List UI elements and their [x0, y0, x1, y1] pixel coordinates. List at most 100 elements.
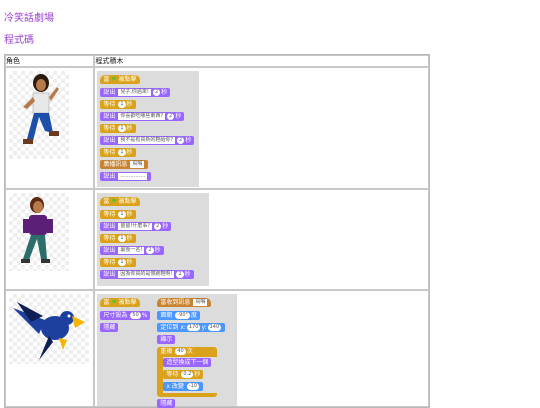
clicked-label: 被點擊	[118, 76, 137, 83]
say-block[interactable]: 說出 ……………	[100, 172, 152, 181]
size-value: 50	[130, 312, 141, 319]
say-text: 因為你買的是慢跑鞋啊!	[118, 271, 175, 278]
deg-label: 度	[191, 312, 198, 319]
sec-label: 秒	[126, 125, 133, 132]
say-text: 我不是有買新的鞋給你?	[118, 137, 175, 144]
broadcast-message: 鳥鳴	[130, 161, 145, 168]
when-receive-block[interactable]: 當收到訊息 鳥鳴	[157, 298, 212, 307]
sprite-dancer-image	[9, 71, 69, 159]
direction-value: -90°	[175, 312, 191, 319]
hide-block[interactable]: 隱藏	[157, 399, 176, 408]
wait-seconds: 1	[118, 211, 126, 218]
subtitle-link[interactable]: 程式碼	[4, 35, 34, 46]
wait-seconds: 1	[118, 149, 126, 156]
percent-label: %	[141, 312, 148, 319]
sec-label: 秒	[126, 149, 133, 156]
show-block[interactable]: 顯示	[157, 335, 176, 344]
green-flag-icon: ⚑	[111, 299, 117, 306]
say-text: 兒子,你過來!	[118, 89, 151, 96]
say-seconds: 2	[167, 113, 175, 120]
title-link[interactable]: 冷笑話劇場	[4, 13, 54, 24]
say-text: 最後一名!	[118, 247, 145, 254]
hide-label: 隱藏	[103, 324, 116, 331]
sprite-cell	[5, 290, 95, 407]
set-size-block[interactable]: 尺寸設為 50%	[100, 311, 151, 320]
say-label: 說出	[103, 89, 116, 96]
say-seconds: 2	[177, 137, 185, 144]
y-value: 140	[207, 324, 222, 331]
sprite-cell	[5, 189, 95, 290]
sprite-cell	[5, 67, 95, 189]
say-seconds: 2	[154, 223, 162, 230]
repeat-label: 重複	[160, 348, 173, 355]
when-flag-block[interactable]: 當 ⚑ 被點擊	[100, 197, 140, 206]
col-role-header: 角色	[5, 55, 95, 67]
wait-label: 等待	[103, 259, 116, 266]
green-flag-icon: ⚑	[111, 76, 117, 83]
when-flag-block[interactable]: 當 ⚑ 被點擊	[100, 298, 140, 307]
say-label: 說出	[103, 271, 116, 278]
change-x-label: x 改變	[166, 383, 184, 390]
broadcast-block[interactable]: 廣播訊息 鳥鳴	[100, 160, 149, 169]
wait-label: 等待	[166, 371, 179, 378]
sec-label: 秒	[185, 137, 192, 144]
change-x-value: -10	[186, 383, 199, 390]
when-label: 當	[103, 198, 110, 205]
change-x-block[interactable]: x 改變 -10	[163, 382, 203, 391]
broadcast-label: 廣播訊息	[103, 161, 128, 168]
sec-label: 秒	[162, 223, 169, 230]
sec-label: 秒	[126, 259, 133, 266]
wait-seconds: 1	[118, 235, 126, 242]
say-label: 說出	[103, 223, 116, 230]
show-label: 顯示	[160, 336, 173, 343]
say-label: 說出	[103, 113, 116, 120]
sec-label: 秒	[154, 247, 161, 254]
say-label: 說出	[103, 247, 116, 254]
wait-seconds: 1	[118, 125, 126, 132]
when-flag-block[interactable]: 當 ⚑ 被點擊	[100, 75, 140, 84]
when-label: 當	[103, 299, 110, 306]
sprite-walker-image	[9, 193, 69, 271]
script-area: 當 ⚑ 被點擊 尺寸設為 50% 隱藏 當收到訊息 鳥鳴 面朝 -90°度 定位…	[97, 294, 238, 408]
y-label: y:	[201, 324, 207, 331]
repeat-count: 40	[175, 348, 186, 355]
wait-seconds: 1	[118, 259, 126, 266]
x-value: 170	[186, 324, 201, 331]
clicked-label: 被點擊	[118, 299, 137, 306]
times-label: 次	[186, 348, 193, 355]
wait-label: 等待	[103, 149, 116, 156]
wait-label: 等待	[103, 101, 116, 108]
say-label: 說出	[103, 137, 116, 144]
goto-label: 定位到 x:	[160, 324, 186, 331]
say-seconds: 2	[176, 271, 184, 278]
hide-label: 隱藏	[160, 400, 173, 407]
say-text: 你喜歡吃哪些東西?	[118, 113, 165, 120]
col-code-header: 程式積木	[94, 55, 429, 67]
point-direction-block[interactable]: 面朝 -90°度	[157, 311, 201, 320]
next-costume-block[interactable]: 造型換成下一個	[163, 358, 212, 367]
hide-block[interactable]: 隱藏	[100, 323, 119, 332]
sec-label: 秒	[194, 371, 201, 378]
sec-label: 秒	[126, 101, 133, 108]
sec-label: 秒	[126, 235, 133, 242]
say-text: 爸爸!什麼事?	[118, 223, 153, 230]
next-costume-label: 造型換成下一個	[166, 359, 209, 366]
